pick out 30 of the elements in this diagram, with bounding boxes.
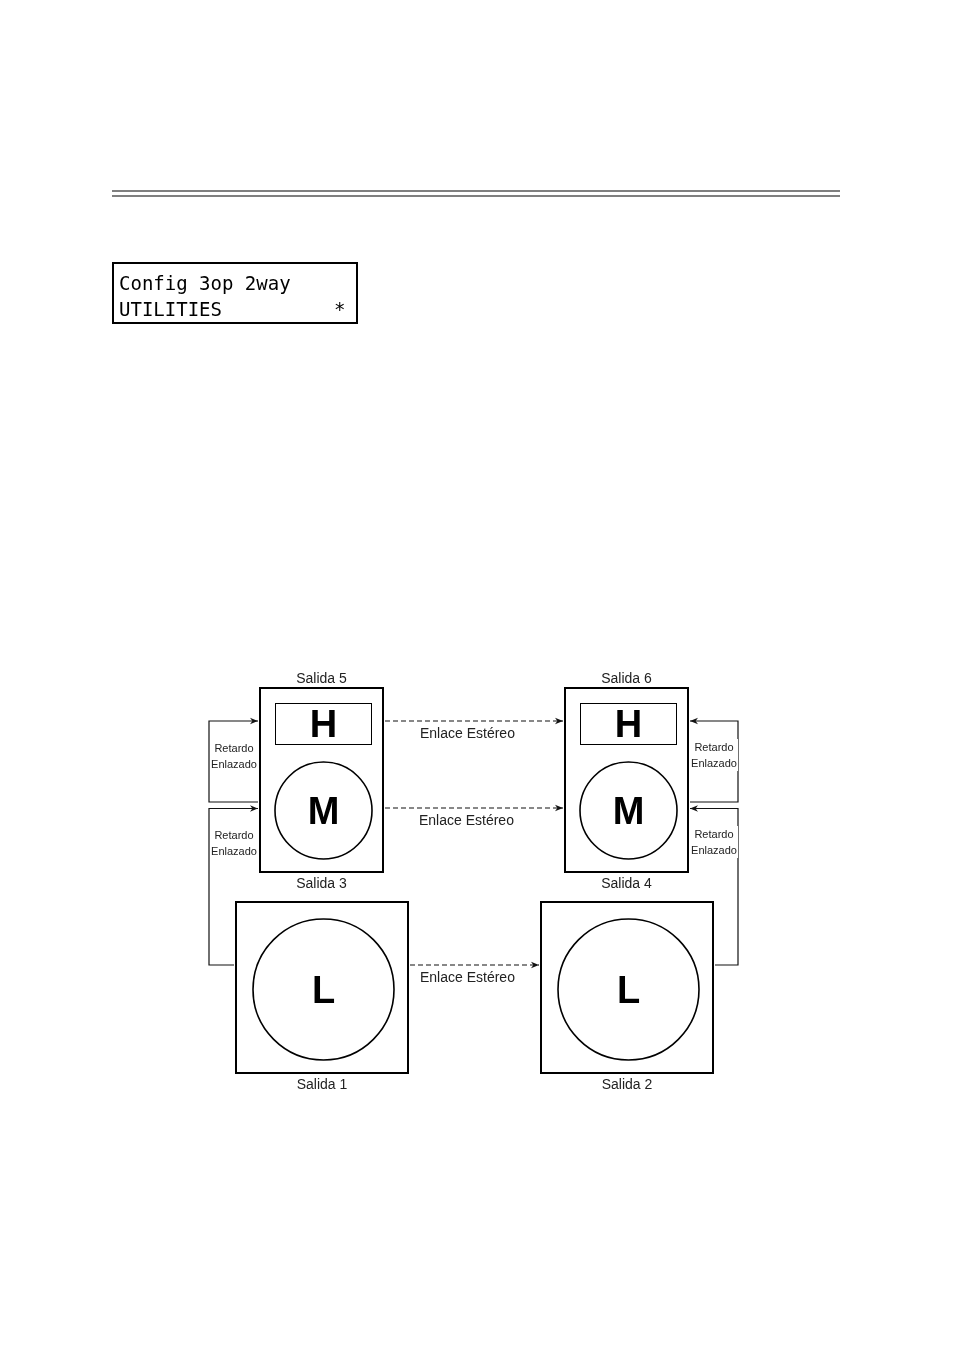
arrow (208, 717, 259, 803)
edge-label: Retardo Enlazado (690, 826, 738, 858)
band-letter: L (311, 970, 336, 1009)
dashed-arrow (384, 804, 564, 812)
lcd-cursor: * (334, 300, 346, 319)
edge-label: Retardo Enlazado (690, 739, 738, 771)
output-label: Salida 2 (600, 1076, 654, 1092)
speaker-cone-circle (557, 918, 700, 1061)
dashed-arrow (384, 717, 564, 725)
speaker-cone-circle (274, 761, 373, 860)
output-label: Salida 5 (295, 670, 348, 686)
speaker-cone-circle (252, 918, 395, 1061)
arrow (689, 805, 739, 966)
output-label: Salida 1 (295, 1076, 349, 1092)
band-letter: M (612, 791, 645, 830)
dashed-arrow (409, 961, 540, 969)
output-label: Salida 6 (600, 670, 653, 686)
speaker-cone-circle (579, 761, 678, 860)
band-letter: M (307, 791, 340, 830)
lcd-text: Config 3op 2way (119, 274, 291, 293)
arrow (689, 717, 739, 803)
output-label: Salida 4 (600, 875, 653, 891)
band-letter: H (309, 705, 338, 743)
arrow (208, 805, 259, 966)
band-letter: L (616, 970, 641, 1009)
output-label: Salida 3 (295, 875, 348, 891)
horn-driver-box (275, 703, 372, 745)
horn-driver-box (580, 703, 677, 745)
lcd-text: UTILITIES (119, 300, 222, 319)
band-letter: H (614, 705, 643, 743)
